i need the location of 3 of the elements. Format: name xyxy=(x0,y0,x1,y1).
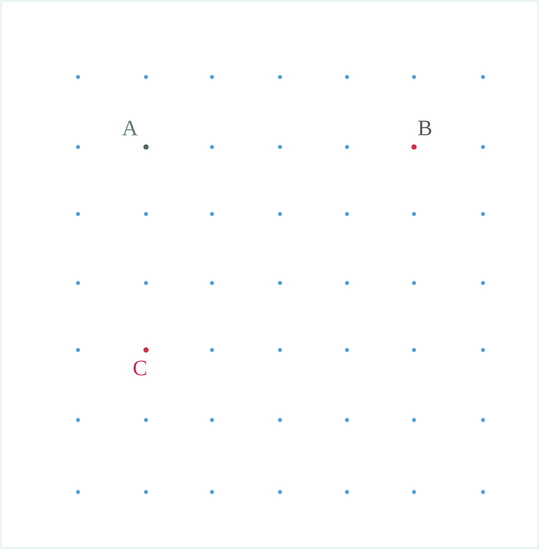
point-label: B xyxy=(418,120,432,136)
point-label: C xyxy=(134,360,146,376)
point-label: A xyxy=(122,120,138,136)
